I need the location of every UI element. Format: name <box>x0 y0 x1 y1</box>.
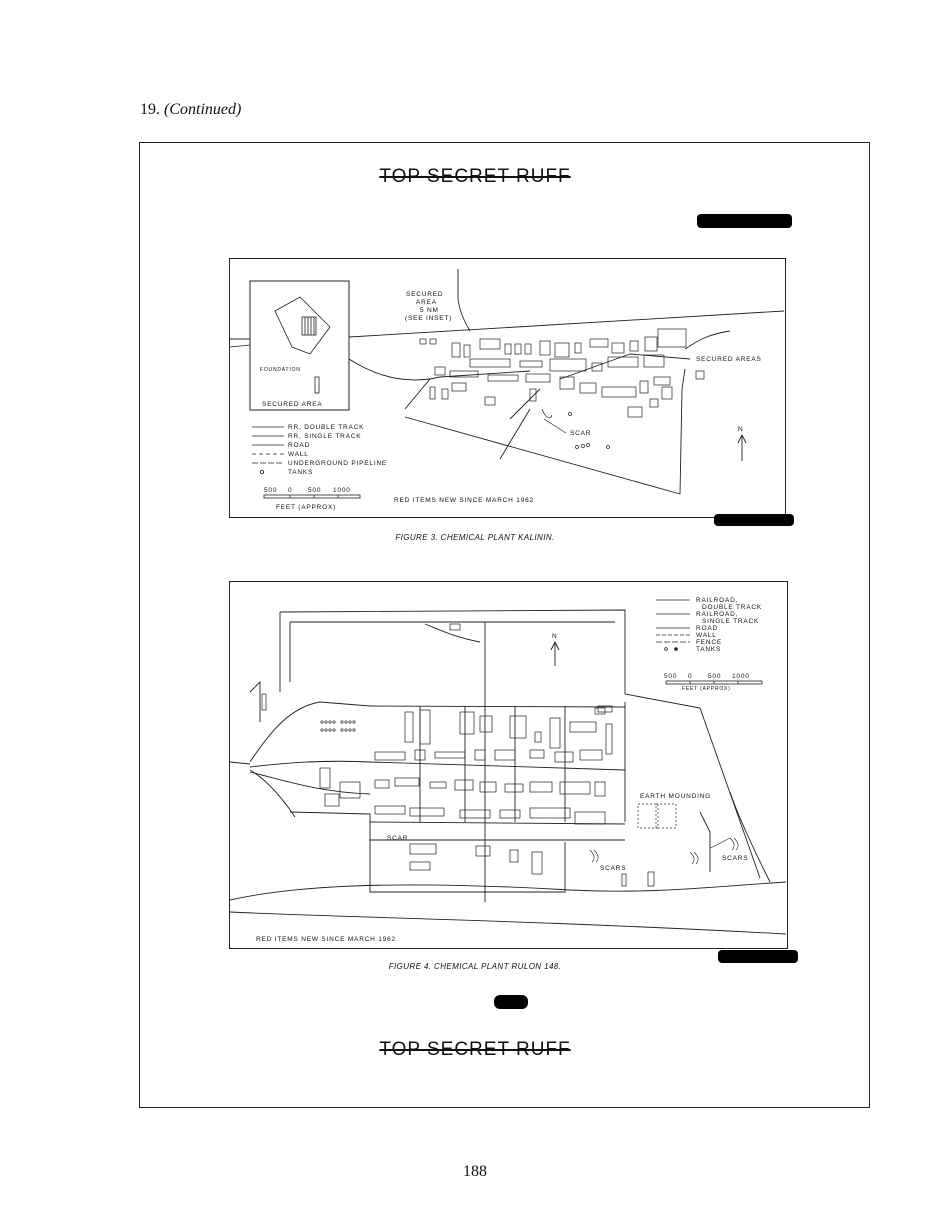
figure-4-map-drawing: N RAILROAD, DOUBLE TRACK RAILROAD, SINGL… <box>229 597 787 943</box>
scale-tick: 1000 <box>732 673 750 680</box>
inset-drawing <box>229 296 331 394</box>
secured-areas-label: SECURED AREAS <box>696 356 762 363</box>
scale-tick: 500 <box>664 673 677 680</box>
secured-area-callout-line-2: AREA <box>416 299 437 306</box>
secured-area-callout-line-1: SECURED <box>406 291 443 298</box>
scar-label: SCAR <box>570 430 591 437</box>
scale-bar <box>665 680 763 685</box>
scar-marks <box>589 837 739 865</box>
figure-4-caption: FIGURE 4. CHEMICAL PLANT RULON 148. <box>388 962 562 971</box>
scale-tick: 500 <box>264 487 277 494</box>
legend-item: WALL <box>696 632 717 639</box>
redaction-bar <box>714 514 794 526</box>
section-continued: (Continued) <box>164 101 242 118</box>
legend-item: RAILROAD, <box>696 597 738 604</box>
scale-tick: 500 <box>708 673 721 680</box>
redaction-bar <box>697 214 792 228</box>
legend-item: UNDERGROUND PIPELINE <box>288 460 387 467</box>
legend-item: SINGLE TRACK <box>702 618 759 625</box>
figure-3-caption: FIGURE 3. CHEMICAL PLANT KALININ. <box>395 533 555 542</box>
legend-item: RR, SINGLE TRACK <box>288 433 361 440</box>
scale-tick: 0 <box>688 673 692 680</box>
legend-item: TANKS <box>696 646 721 653</box>
redaction-bar <box>718 950 798 963</box>
scale-unit: FEET (APPROX) <box>682 686 731 692</box>
scale-tick: 0 <box>288 487 292 494</box>
scars-label: SCARS <box>722 855 748 862</box>
legend-item: ROAD <box>696 625 718 632</box>
legend-item: DOUBLE TRACK <box>702 604 762 611</box>
inset-foundation-label: FOUNDATION <box>260 367 301 373</box>
scar-label: SCAR <box>387 835 408 842</box>
plant-buildings <box>261 623 677 887</box>
section-heading: 19. (Continued) <box>140 101 241 119</box>
north-arrow-icon <box>550 640 560 666</box>
legend-item: TANKS <box>288 469 313 476</box>
secured-area-callout-line-4: (SEE INSET) <box>405 315 452 322</box>
north-label: N <box>738 426 744 433</box>
figure-3-map-drawing: FOUNDATION SECURED AREA <box>229 269 785 511</box>
north-arrow-icon <box>737 433 747 461</box>
map-lines <box>229 609 787 935</box>
figure-4-map: N RAILROAD, DOUBLE TRACK RAILROAD, SINGL… <box>229 581 788 949</box>
legend-item: FENCE <box>696 639 722 646</box>
red-items-note: RED ITEMS NEW SINCE MARCH 1962 <box>256 936 396 943</box>
inset-box <box>249 280 350 411</box>
figure-frame <box>139 142 870 1108</box>
figure-4-legend-symbols <box>656 599 690 651</box>
figure-3-legend-symbols <box>252 426 284 474</box>
secured-area-callout-line-3: 5 NM <box>420 307 439 314</box>
scale-tick: 1000 <box>333 487 351 494</box>
plant-buildings <box>419 328 705 449</box>
page-number: 188 <box>463 1163 487 1180</box>
scars-label: SCARS <box>600 865 626 872</box>
classification-marking-bottom: TOP SECRET RUFF <box>379 1039 571 1060</box>
scale-bar <box>263 494 361 499</box>
legend-item: RAILROAD, <box>696 611 738 618</box>
north-label: N <box>552 633 558 640</box>
section-number: 19. <box>140 101 160 118</box>
earth-mounding-label: EARTH MOUNDING <box>640 793 711 800</box>
map-lines <box>230 269 785 495</box>
scale-tick: 500 <box>308 487 321 494</box>
classification-marking-top: TOP SECRET RUFF <box>379 166 571 187</box>
inset-secured-area-label: SECURED AREA <box>262 401 323 408</box>
scale-unit: FEET (APPROX) <box>276 504 336 511</box>
legend-item: RR, DOUBLE TRACK <box>288 424 364 431</box>
figure-3-map: FOUNDATION SECURED AREA <box>229 258 786 518</box>
legend-item: ROAD <box>288 442 310 449</box>
red-items-note: RED ITEMS NEW SINCE MARCH 1962 <box>394 497 534 504</box>
legend-item: WALL <box>288 451 309 458</box>
redaction-bar <box>494 995 528 1009</box>
